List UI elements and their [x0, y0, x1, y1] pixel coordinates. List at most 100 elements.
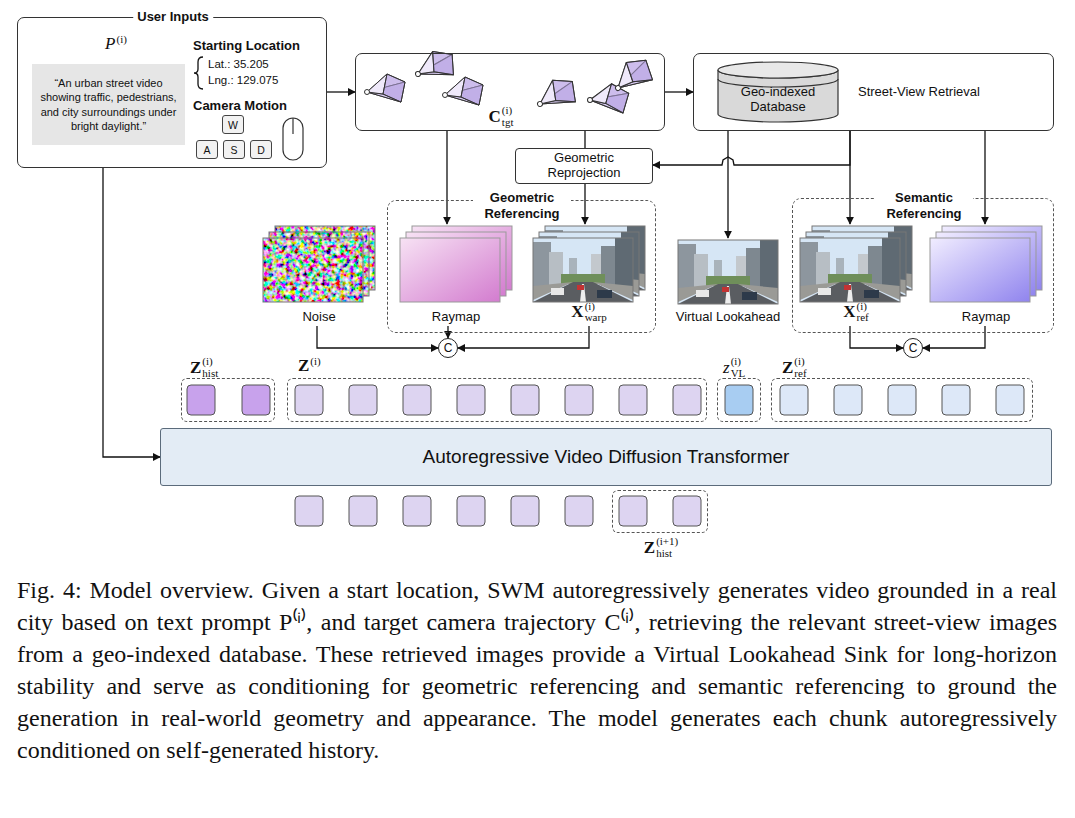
retrieval-box: Street-View Retrieval Geo-indexed Databas…	[693, 53, 1054, 131]
drawing-rect	[295, 385, 323, 415]
drawing-rect	[780, 385, 808, 415]
math-superscript: (i)	[117, 34, 127, 46]
math-base: Z	[782, 358, 793, 378]
connector	[446, 131, 447, 224]
math-base: z	[723, 358, 730, 378]
node-label: W	[228, 119, 238, 131]
math-index: (i)tgt	[502, 105, 514, 128]
math-superscript: (i)	[202, 356, 218, 368]
drawing-rect	[619, 385, 647, 415]
connector	[458, 326, 589, 348]
node-label: Noise	[302, 309, 335, 324]
math-index: (i)VL	[731, 356, 746, 379]
node-label: Starting Location	[193, 38, 300, 53]
key-cap: D	[250, 140, 272, 159]
image-stack: X(i)ref	[800, 224, 912, 326]
drawing-rect	[996, 385, 1024, 415]
connector	[447, 326, 448, 338]
math-index: (i)ref	[857, 301, 869, 324]
raymap-stack	[400, 226, 512, 302]
token-group: Z(i)	[287, 378, 707, 422]
math-base: C	[489, 107, 501, 127]
connector	[849, 131, 850, 224]
math-label: X(i)warp	[571, 301, 606, 324]
math-superscript: (i)	[857, 301, 869, 313]
connector	[327, 91, 355, 92]
drawing-rect	[800, 238, 900, 302]
image: Virtual Lookahead	[666, 238, 790, 326]
math-index: (i)warp	[585, 301, 607, 324]
figure-caption: Fig. 4: Model overview. Given a start lo…	[17, 574, 1057, 766]
math-label: Z(i)ref	[782, 356, 807, 379]
connector	[850, 326, 903, 348]
node-label: Street-View Retrieval	[858, 84, 980, 99]
node-label: C	[444, 341, 453, 355]
math-superscript: (i)	[794, 356, 806, 368]
reference-image-stack	[800, 226, 912, 302]
token-group: Z(i+1)hist	[612, 490, 708, 533]
token-group: z(i)VL	[717, 378, 761, 422]
math-base: X	[571, 302, 583, 322]
drawing-rect	[511, 385, 539, 415]
math-base: P	[105, 34, 115, 54]
node-label: Raymap	[962, 309, 1010, 324]
math-label: Z(i+1)hist	[644, 536, 678, 559]
math-base: X	[843, 302, 855, 322]
math-index: (i+1)hist	[656, 536, 678, 559]
math-superscript: (i)	[731, 356, 746, 368]
drawing-rect	[187, 385, 215, 415]
database-cylinder	[718, 62, 838, 122]
token-group: Z(i)ref	[771, 378, 1033, 422]
drawing-rect	[283, 118, 303, 160]
drawing-rect	[457, 496, 485, 526]
warped-image-stack	[533, 226, 645, 302]
math-base: Z	[190, 358, 201, 378]
dashed-group: Semantic ReferencingX(i)refRaymap	[792, 198, 1054, 333]
math-label: Z(i)	[298, 356, 321, 376]
drawing-rect	[349, 385, 377, 415]
connector	[984, 131, 985, 224]
drawing-rect	[533, 238, 633, 302]
image-stack: Noise	[263, 224, 375, 326]
node-label: Semantic Referencing	[875, 190, 973, 221]
connector	[103, 168, 160, 457]
node-label: Camera Motion	[193, 98, 287, 113]
node-label: Raymap	[432, 309, 480, 324]
dashed-group: Geometric ReferencingRaymapX(i)warp	[387, 200, 656, 333]
input-panel: User InputsP(i)Starting LocationLat.: 35…	[17, 17, 327, 168]
math-index: (i)	[117, 34, 127, 46]
database-cylinder: Geo-indexed Database	[718, 82, 838, 118]
transformer-block: Autoregressive Video Diffusion Transform…	[160, 428, 1052, 486]
drawing-rect	[295, 496, 323, 526]
node-label: Geometric Referencing	[473, 190, 571, 221]
connector	[923, 326, 985, 348]
camera-trajectory-box: C(i)tgt	[355, 53, 665, 131]
connector	[727, 131, 728, 238]
drawing-rect	[942, 385, 970, 415]
drawing-rect	[263, 238, 363, 302]
math-subscript: ref	[857, 312, 869, 324]
key-cap: A	[196, 140, 218, 159]
math-label: Z(i)hist	[190, 356, 218, 379]
drawing-use	[533, 238, 633, 302]
image-stack: Raymap	[930, 224, 1042, 326]
math-superscript: (i)	[585, 301, 607, 313]
math-label: z(i)VL	[723, 356, 745, 379]
node-label: Lng.: 129.075	[208, 74, 278, 86]
node-label: A	[203, 144, 210, 156]
brace	[194, 57, 203, 89]
noise-stack	[263, 226, 375, 302]
math-superscript: (i)	[310, 356, 320, 368]
drawing-ellipse	[718, 62, 838, 78]
image-stack: X(i)warp	[533, 224, 645, 326]
drawing-rect	[565, 496, 593, 526]
concat-circle: C	[438, 338, 458, 358]
drawing-rect	[888, 385, 916, 415]
math-superscript: (i)	[502, 105, 514, 117]
node-label: Virtual Lookahead	[676, 309, 781, 324]
math-subscript: hist	[202, 368, 218, 380]
drawing-use	[531, 74, 579, 114]
node-label: Autoregressive Video Diffusion Transform…	[423, 446, 790, 468]
drawing-rect	[673, 385, 701, 415]
math-label: P(i)	[105, 34, 127, 54]
